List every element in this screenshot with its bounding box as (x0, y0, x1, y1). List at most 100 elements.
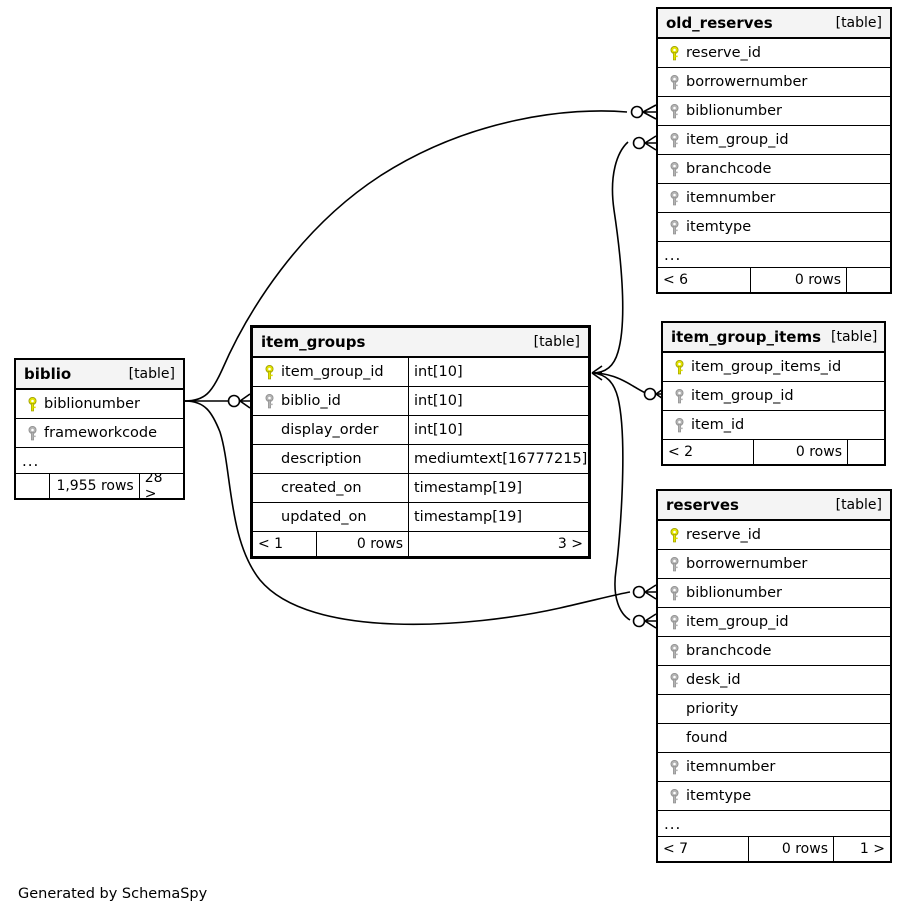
footer-prev-link[interactable]: < 2 (668, 444, 694, 460)
column-row[interactable]: display_order int[10] (253, 416, 588, 445)
footer-prev-link[interactable]: < 6 (663, 272, 689, 288)
column-name-cell: priority (658, 695, 890, 723)
table-biblio[interactable]: biblio [table] biblionumber frameworkcod… (14, 358, 185, 500)
column-row[interactable]: itemtype (658, 782, 890, 811)
column-row[interactable]: borrowernumber (658, 68, 890, 97)
column-row[interactable]: item_group_id int[10] (253, 358, 588, 387)
edge-item_groups-old_reserves (591, 141, 629, 374)
indexed-key-icon (664, 585, 684, 601)
footer-prev-link[interactable]: < 7 (663, 841, 689, 857)
table-header-biblio: biblio [table] (16, 360, 183, 390)
column-row[interactable]: item_group_id (663, 382, 884, 411)
column-name: branchcode (686, 643, 772, 659)
table-item_group_items[interactable]: item_group_items [table] item_group_item… (661, 321, 886, 466)
column-name: itemtype (686, 219, 752, 235)
indexed-key-icon (664, 643, 684, 659)
column-name: reserve_id (686, 527, 761, 543)
table-reserves[interactable]: reserves [table] reserve_id borrowernumb… (656, 489, 892, 863)
column-row[interactable]: biblionumber (658, 579, 890, 608)
column-row[interactable]: biblionumber (16, 390, 183, 419)
more-columns-ellipsis: ... (658, 811, 890, 837)
column-name-cell: branchcode (658, 155, 890, 183)
column-row[interactable]: created_on timestamp[19] (253, 474, 588, 503)
edge-item_groups-item_group_items (591, 372, 647, 394)
table-footer: < 7 0 rows 1 > (658, 837, 890, 861)
table-old_reserves[interactable]: old_reserves [table] reserve_id borrower… (656, 7, 892, 294)
crowfoot-old_reserves-item_group_id (632, 135, 657, 151)
column-row[interactable]: description mediumtext[16777215] (253, 445, 588, 474)
column-type: timestamp[19] (408, 503, 588, 531)
column-name: updated_on (281, 509, 367, 525)
column-name: item_group_id (691, 388, 794, 404)
indexed-key-icon (664, 614, 684, 630)
footer-next-link[interactable]: 28 > (138, 474, 183, 498)
indexed-key-icon (259, 393, 279, 409)
indexed-key-icon (664, 74, 684, 90)
column-row[interactable]: biblio_id int[10] (253, 387, 588, 416)
column-row[interactable]: branchcode (658, 637, 890, 666)
column-name: description (281, 451, 362, 467)
column-name: item_group_id (281, 364, 384, 380)
column-name: reserve_id (686, 45, 761, 61)
primary-key-icon (22, 396, 42, 412)
column-name: item_group_id (686, 132, 789, 148)
footer-next-link[interactable]: 3 > (408, 532, 588, 556)
indexed-key-icon (664, 132, 684, 148)
column-row[interactable]: desk_id (658, 666, 890, 695)
column-row[interactable]: itemnumber (658, 184, 890, 213)
table-title: item_groups (261, 333, 366, 351)
column-row[interactable]: branchcode (658, 155, 890, 184)
table-item_groups[interactable]: item_groups [table] item_group_id int[10… (250, 325, 591, 559)
generator-credit: Generated by SchemaSpy (18, 886, 208, 902)
footer-next-link[interactable]: 1 > (833, 837, 890, 861)
column-row[interactable]: reserve_id (658, 521, 890, 550)
footer-prev-link[interactable] (16, 474, 49, 498)
column-name-cell: description (253, 445, 408, 473)
more-columns-ellipsis: ... (16, 448, 183, 474)
column-row[interactable]: item_id (663, 411, 884, 440)
footer-next-link[interactable] (846, 268, 890, 292)
column-name: biblio_id (281, 393, 341, 409)
column-name: biblionumber (686, 585, 782, 601)
column-name-cell: biblionumber (16, 390, 183, 418)
primary-key-icon (664, 527, 684, 543)
table-title: reserves (666, 496, 739, 514)
column-name-cell: item_group_id (253, 358, 408, 386)
column-name-cell: branchcode (658, 637, 890, 665)
column-type: timestamp[19] (408, 474, 588, 502)
column-row[interactable]: itemnumber (658, 753, 890, 782)
column-name: biblionumber (44, 396, 140, 412)
indexed-key-icon (664, 219, 684, 235)
column-row[interactable]: priority (658, 695, 890, 724)
indexed-key-icon (664, 556, 684, 572)
table-header-old_reserves: old_reserves [table] (658, 9, 890, 39)
table-kind-label: [table] (533, 334, 580, 350)
column-row[interactable]: item_group_id (658, 126, 890, 155)
column-row[interactable]: found (658, 724, 890, 753)
column-row[interactable]: item_group_id (658, 608, 890, 637)
column-name: desk_id (686, 672, 741, 688)
crowfoot-reserves-biblionumber (632, 584, 657, 600)
no-key-spacer (259, 422, 279, 438)
column-row[interactable]: borrowernumber (658, 550, 890, 579)
column-name-cell: biblionumber (658, 579, 890, 607)
footer-prev-link[interactable]: < 1 (258, 536, 284, 552)
column-name: created_on (281, 480, 362, 496)
column-row[interactable]: item_group_items_id (663, 353, 884, 382)
column-name-cell: updated_on (253, 503, 408, 531)
column-name-cell: frameworkcode (16, 419, 183, 447)
column-name-cell: desk_id (658, 666, 890, 694)
column-row[interactable]: reserve_id (658, 39, 890, 68)
column-row[interactable]: itemtype (658, 213, 890, 242)
table-header-item_group_items: item_group_items [table] (663, 323, 884, 353)
column-name-cell: itemtype (658, 213, 890, 241)
footer-next-link[interactable] (847, 440, 884, 464)
column-row[interactable]: updated_on timestamp[19] (253, 503, 588, 532)
primary-key-icon (669, 359, 689, 375)
footer-row-count: 0 rows (750, 268, 846, 292)
no-key-spacer (664, 730, 684, 746)
column-row[interactable]: frameworkcode (16, 419, 183, 448)
column-row[interactable]: biblionumber (658, 97, 890, 126)
column-name-cell: item_group_id (663, 382, 884, 410)
